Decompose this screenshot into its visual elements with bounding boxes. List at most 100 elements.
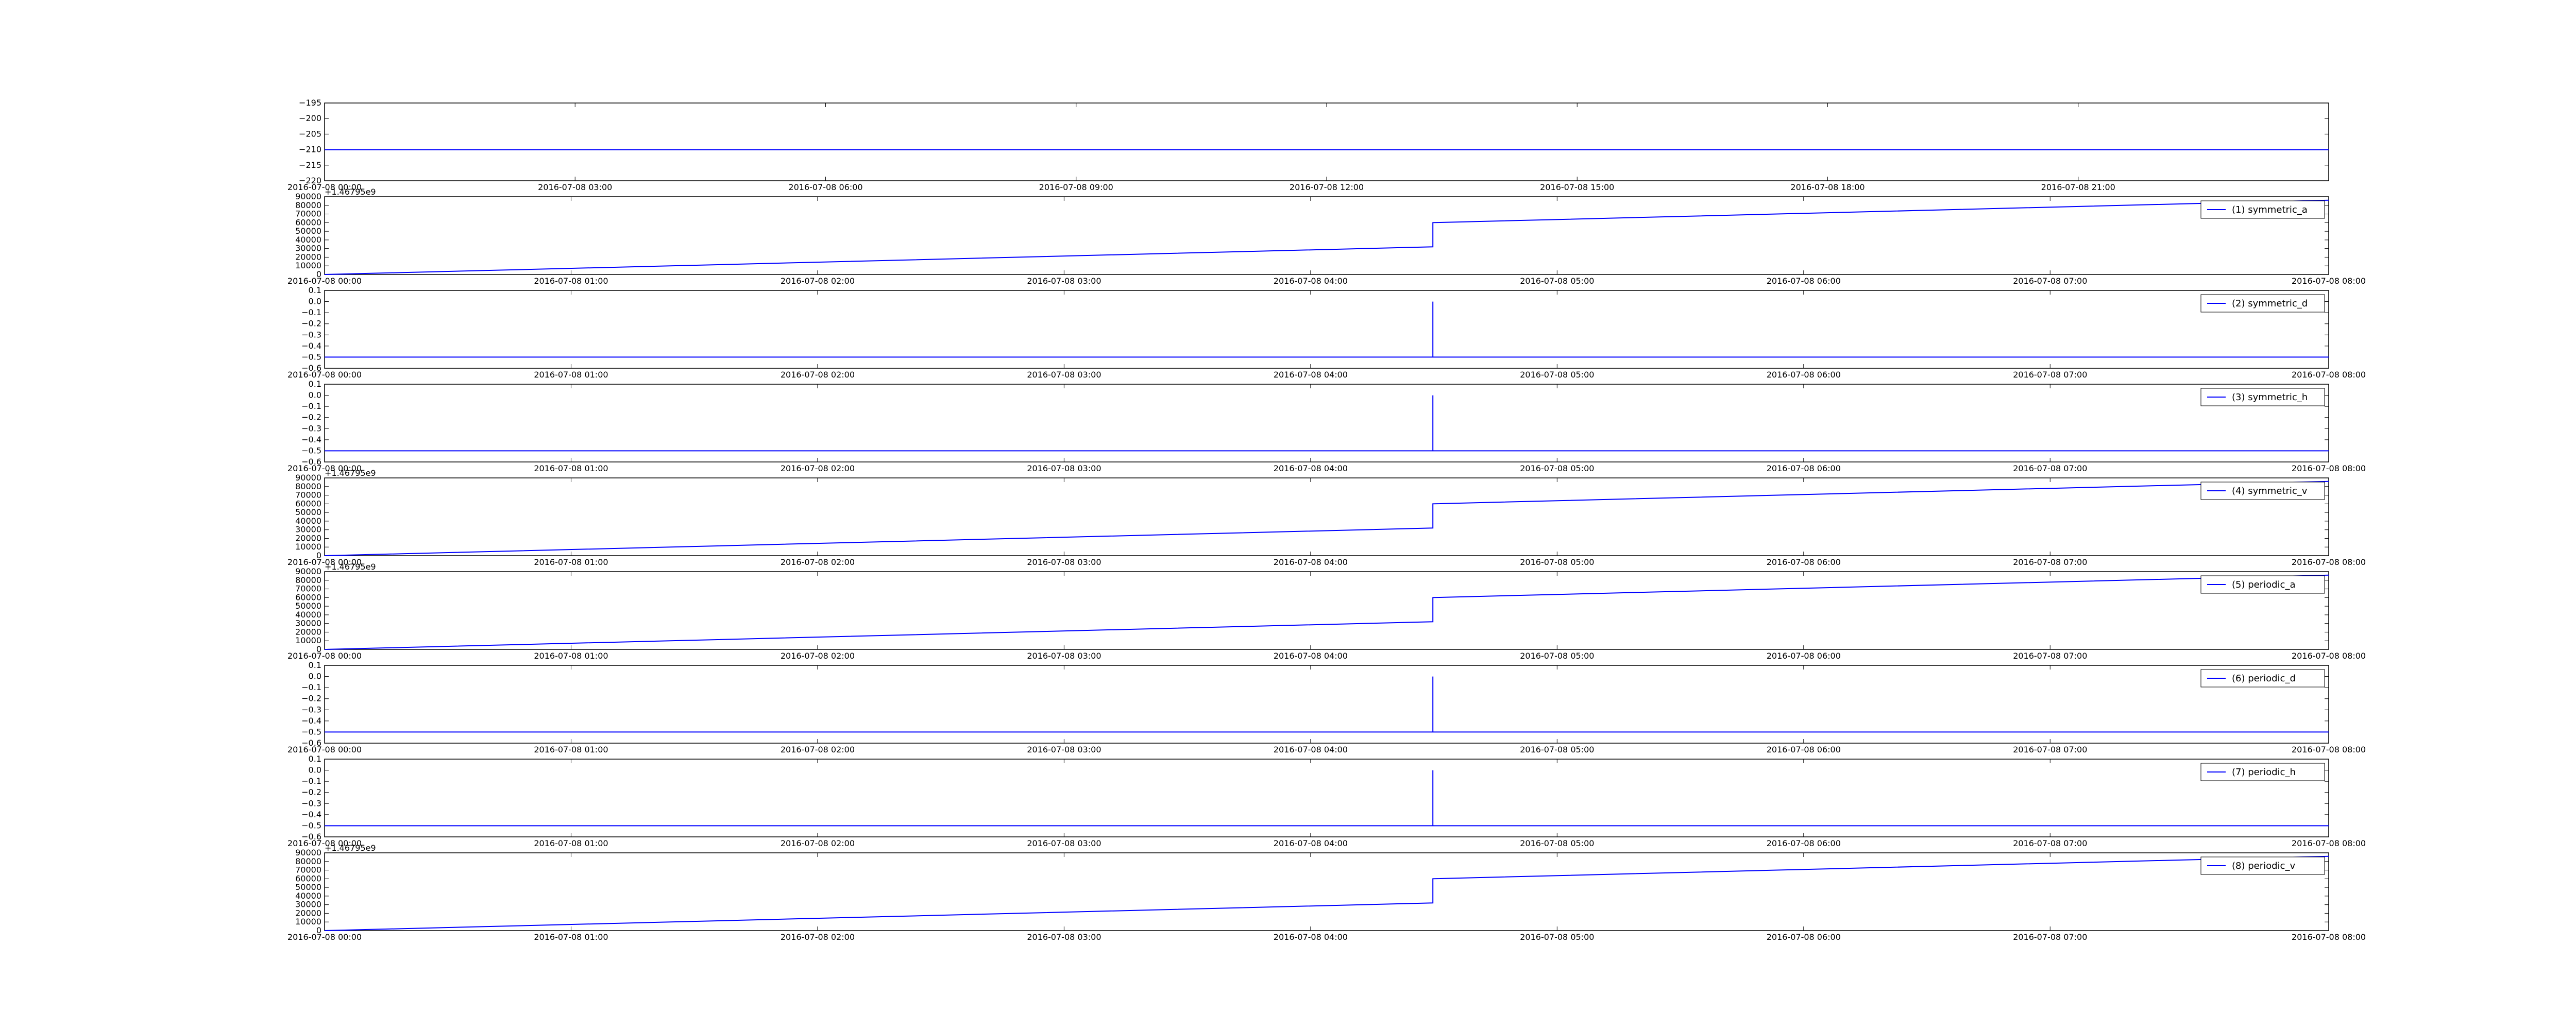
chart-panel-9: 0100002000030000400005000060000700008000…	[287, 843, 2366, 942]
y-tick-label: 0.0	[309, 390, 321, 400]
chart-panel-2: 0100002000030000400005000060000700008000…	[287, 187, 2366, 286]
y-tick-label: −220	[299, 176, 321, 185]
x-tick-label: 2016-07-08 03:00	[1027, 370, 1101, 380]
y-tick-label: 60000	[295, 499, 321, 508]
x-tick-label: 2016-07-08 02:00	[781, 464, 855, 473]
x-tick-label: 2016-07-08 00:00	[287, 182, 362, 192]
x-tick-label: 2016-07-08 01:00	[534, 745, 608, 754]
x-tick-label: 2016-07-08 06:00	[788, 182, 862, 192]
y-tick-label: −0.5	[301, 445, 321, 455]
x-tick-label: 2016-07-08 02:00	[781, 932, 855, 942]
chart-panel-8: 0.10.0−0.1−0.2−0.3−0.4−0.5−0.62016-07-08…	[287, 754, 2366, 848]
x-tick-label: 2016-07-08 06:00	[1767, 745, 1841, 754]
x-tick-label: 2016-07-08 03:00	[1027, 838, 1101, 848]
y-tick-label: −0.4	[301, 341, 321, 351]
x-tick-label: 2016-07-08 06:00	[1767, 932, 1841, 942]
y-tick-label: −0.1	[301, 307, 321, 317]
y-tick-label: 20000	[295, 533, 321, 543]
x-tick-label: 2016-07-08 02:00	[781, 557, 855, 567]
x-tick-label: 2016-07-08 01:00	[534, 838, 608, 848]
axes-frame	[324, 852, 2329, 931]
x-tick-label: 2016-07-08 00:00	[287, 838, 362, 848]
axes-frame	[324, 196, 2329, 275]
legend: (2) symmetric_d	[2200, 294, 2325, 313]
x-tick-label: 2016-07-08 07:00	[2013, 651, 2087, 661]
y-tick-label: 50000	[295, 601, 321, 611]
x-tick-label: 2016-07-08 08:00	[2292, 276, 2366, 286]
y-tick-label: −0.5	[301, 820, 321, 830]
axes-frame	[324, 665, 2329, 744]
x-tick-label: 2016-07-08 18:00	[1790, 182, 1865, 192]
x-tick-label: 2016-07-08 01:00	[534, 932, 608, 942]
x-tick-label: 2016-07-08 04:00	[1274, 464, 1348, 473]
y-tick-label: 0	[316, 925, 321, 935]
x-tick-label: 2016-07-08 04:00	[1274, 276, 1348, 286]
x-tick-label: 2016-07-08 06:00	[1767, 651, 1841, 661]
y-tick-label: −0.6	[301, 738, 321, 748]
legend-box	[2200, 575, 2325, 594]
y-tick-label: 80000	[295, 575, 321, 585]
series-line-4	[325, 395, 2329, 452]
x-tick-label: 2016-07-08 06:00	[1767, 464, 1841, 473]
y-tick-label: −0.6	[301, 363, 321, 373]
y-tick-label: −0.4	[301, 716, 321, 726]
y-tick-label: 80000	[295, 856, 321, 866]
y-tick-label: −200	[299, 113, 321, 123]
x-tick-label: 2016-07-08 07:00	[2013, 745, 2087, 754]
y-tick-label: −0.3	[301, 423, 321, 433]
x-tick-label: 2016-07-08 05:00	[1520, 370, 1594, 380]
y-tick-label: 10000	[295, 636, 321, 645]
series-line-7	[325, 676, 2329, 733]
y-tick-label: 0	[316, 551, 321, 560]
x-tick-label: 2016-07-08 00:00	[287, 370, 362, 380]
x-tick-label: 2016-07-08 03:00	[1027, 276, 1101, 286]
legend-label: (3) symmetric_h	[2232, 392, 2308, 403]
x-tick-label: 2016-07-08 07:00	[2013, 932, 2087, 942]
y-tick-label: −0.5	[301, 727, 321, 736]
x-tick-label: 2016-07-08 00:00	[287, 745, 362, 754]
axes-frame	[324, 102, 2329, 181]
x-tick-label: 2016-07-08 15:00	[1540, 182, 1614, 192]
y-tick-label: −195	[299, 98, 321, 108]
x-tick-label: 2016-07-08 04:00	[1274, 745, 1348, 754]
x-tick-label: 2016-07-08 08:00	[2292, 651, 2366, 661]
x-tick-label: 2016-07-08 07:00	[2013, 464, 2087, 473]
y-tick-label: −0.2	[301, 694, 321, 703]
legend-label: (4) symmetric_v	[2232, 486, 2308, 496]
legend-box	[2200, 388, 2325, 406]
y-tick-label: −0.1	[301, 401, 321, 411]
y-tick-label: 30000	[295, 619, 321, 628]
y-tick-label: 0	[316, 644, 321, 654]
x-tick-label: 2016-07-08 05:00	[1520, 557, 1594, 567]
legend-label: (8) periodic_v	[2232, 861, 2295, 871]
legend-label: (2) symmetric_d	[2232, 298, 2308, 309]
legend: (5) periodic_a	[2200, 575, 2325, 594]
x-tick-label: 2016-07-08 04:00	[1274, 651, 1348, 661]
y-tick-label: 0.1	[309, 660, 321, 670]
y-tick-label: −0.4	[301, 435, 321, 444]
chart-panel-5: 0100002000030000400005000060000700008000…	[287, 468, 2366, 567]
x-tick-label: 2016-07-08 05:00	[1520, 745, 1594, 754]
series-line-3	[325, 301, 2329, 358]
legend-label: (7) periodic_h	[2232, 767, 2296, 778]
legend: (1) symmetric_a	[2200, 200, 2325, 219]
y-tick-label: 50000	[295, 226, 321, 236]
x-tick-label: 2016-07-08 06:00	[1767, 276, 1841, 286]
x-tick-label: 2016-07-08 03:00	[538, 182, 612, 192]
legend: (7) periodic_h	[2200, 763, 2325, 781]
y-tick-label: 30000	[295, 525, 321, 535]
y-tick-label: −0.2	[301, 319, 321, 329]
legend-label: (6) periodic_d	[2232, 673, 2296, 684]
y-tick-label: 30000	[295, 900, 321, 909]
legend: (3) symmetric_h	[2200, 388, 2325, 406]
y-tick-label: 0.0	[309, 297, 321, 306]
y-tick-label: 50000	[295, 507, 321, 517]
axes-frame	[324, 759, 2329, 837]
x-tick-label: 2016-07-08 00:00	[287, 276, 362, 286]
x-tick-label: 2016-07-08 05:00	[1520, 276, 1594, 286]
x-tick-label: 2016-07-08 00:00	[287, 932, 362, 942]
legend: (4) symmetric_v	[2200, 482, 2325, 500]
legend-label: (1) symmetric_a	[2232, 204, 2308, 215]
